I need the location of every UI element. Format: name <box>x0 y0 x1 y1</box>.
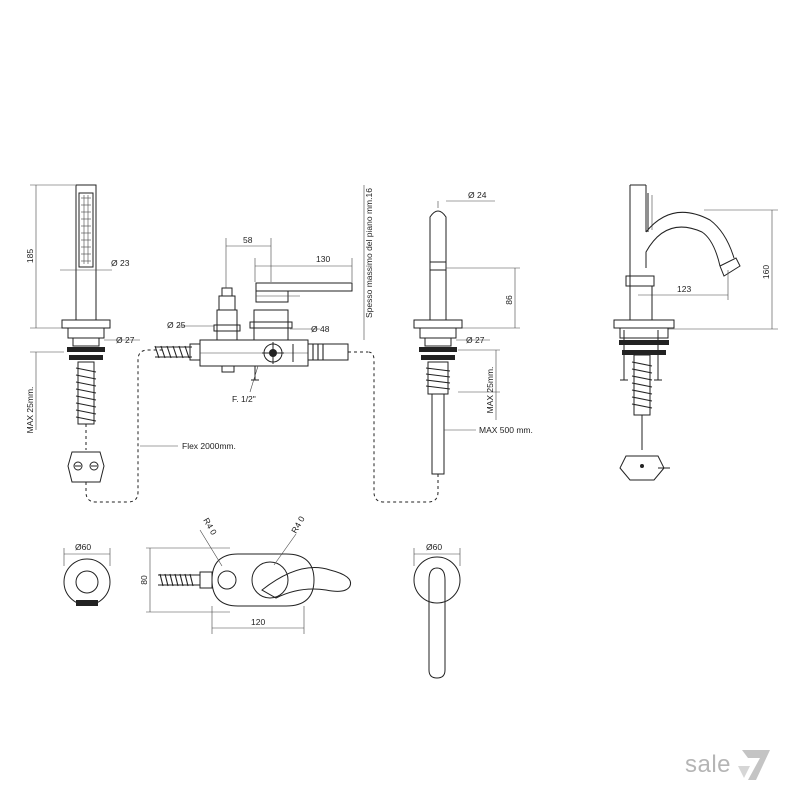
dim-rosette-diameter-2: Ø60 <box>426 542 442 552</box>
dim-radius-1: R4 0 <box>201 516 219 537</box>
dim-side-reach: 123 <box>677 284 691 294</box>
dim-max-hose: MAX 500 mm. <box>479 425 533 435</box>
dim-flange-diameter-1: Ø 27 <box>116 335 135 345</box>
dim-max-thickness-2: MAX 25mm. <box>485 367 495 414</box>
dim-diverter-offset: 58 <box>243 235 253 245</box>
dim-thread-size: F. 1/2" <box>232 394 256 404</box>
dim-handshower-diameter: Ø 23 <box>111 258 130 268</box>
plan-hose-thread <box>158 573 200 587</box>
plan-spout-rosette: Ø60 <box>413 542 461 679</box>
dim-rosette-diameter-1: Ø60 <box>75 542 91 552</box>
dim-max-thickness-1: MAX 25mm. <box>25 387 35 434</box>
dim-handshower-height: 185 <box>25 249 35 263</box>
dim-spout-diameter: Ø 24 <box>468 190 487 200</box>
mixer-body-elevation: Ø 25 58 130 Ø 48 <box>154 185 374 404</box>
dim-body-diameter: Ø 48 <box>311 324 330 334</box>
dim-radius-2: R4 0 <box>289 514 307 535</box>
dim-spout-height: 86 <box>504 295 514 305</box>
nozzle-grid <box>81 195 91 264</box>
side-elevation: 160 123 <box>613 184 778 481</box>
brand-logo-icon <box>738 750 770 780</box>
spout-elevation: Ø 24 86 Ø 27 MAX 25mm. MAX 500 mm. <box>367 190 533 503</box>
plan-mixer-plate: 80 R4 0 R4 0 120 <box>139 514 352 634</box>
dim-plate-width: 120 <box>251 617 265 627</box>
brand-logo-text: sale <box>684 751 731 778</box>
dim-deck-note: Spesso massimo del piano mm.16 <box>364 188 374 318</box>
brand-logo: sale <box>685 748 772 782</box>
inlet-thread <box>154 345 192 359</box>
dim-lever-length: 130 <box>316 254 330 264</box>
dim-side-height: 160 <box>761 265 771 279</box>
dim-flex-length: Flex 2000mm. <box>182 441 236 451</box>
dim-plate-height: 80 <box>139 575 149 585</box>
dim-flange-diameter-2: Ø 27 <box>466 335 485 345</box>
hose-thread-1 <box>75 367 97 422</box>
dim-inlet-diameter: Ø 25 <box>167 320 186 330</box>
plan-handshower-rosette: Ø60 <box>63 542 111 606</box>
handshower-elevation: 185 Ø 23 Ø 27 MAX 2 <box>25 184 236 503</box>
